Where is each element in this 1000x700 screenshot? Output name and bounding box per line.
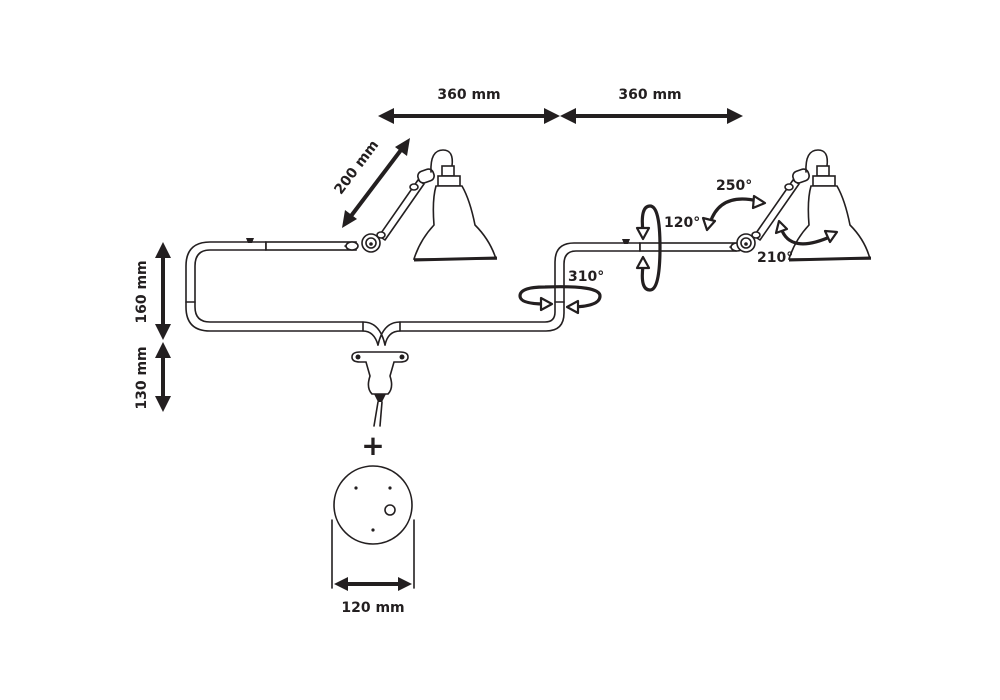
rotation-label-310: 310° [568, 269, 604, 285]
plus-symbol: + [361, 429, 384, 462]
left-lamp [344, 149, 498, 262]
dimension-upper-height: 160 mm [134, 242, 171, 340]
right-lamp [729, 149, 872, 262]
left-arm-frame [185, 238, 364, 332]
dimension-label-lower-height: 130 mm [134, 346, 150, 409]
dimension-label-right-arm: 360 mm [618, 87, 681, 103]
dimension-label-base-diameter: 120 mm [341, 600, 404, 616]
screw-hole-icon [388, 486, 392, 490]
rotation-label-120: 120° [664, 215, 700, 231]
dimension-label-left-arm: 360 mm [437, 87, 500, 103]
wall-clamp [351, 351, 409, 427]
cable-hole-icon [384, 504, 396, 516]
dimension-label-shade-arm: 200 mm [331, 138, 382, 198]
right-arm-frame [399, 239, 737, 332]
central-junction [362, 321, 401, 346]
dimension-right-arm: 360 mm [560, 87, 743, 124]
dimension-left-arm: 360 mm [378, 87, 560, 124]
base-plate [333, 465, 413, 545]
rotation-label-210: 210° [757, 250, 793, 266]
rotation-label-250: 250° [716, 178, 752, 194]
rotation-120: 120° [635, 204, 700, 292]
set-screw-icon [622, 239, 630, 244]
screw-hole-icon [354, 486, 358, 490]
set-screw-icon [246, 238, 254, 243]
rotation-310: 310° [518, 269, 604, 315]
rotation-210: 210° [757, 219, 839, 266]
dimension-lower-height: 130 mm [134, 342, 171, 412]
rotation-250: 250° [701, 178, 767, 232]
screw-hole-icon [371, 528, 375, 532]
dimension-base-diameter: 120 mm [331, 519, 415, 616]
dimension-label-upper-height: 160 mm [134, 260, 150, 323]
